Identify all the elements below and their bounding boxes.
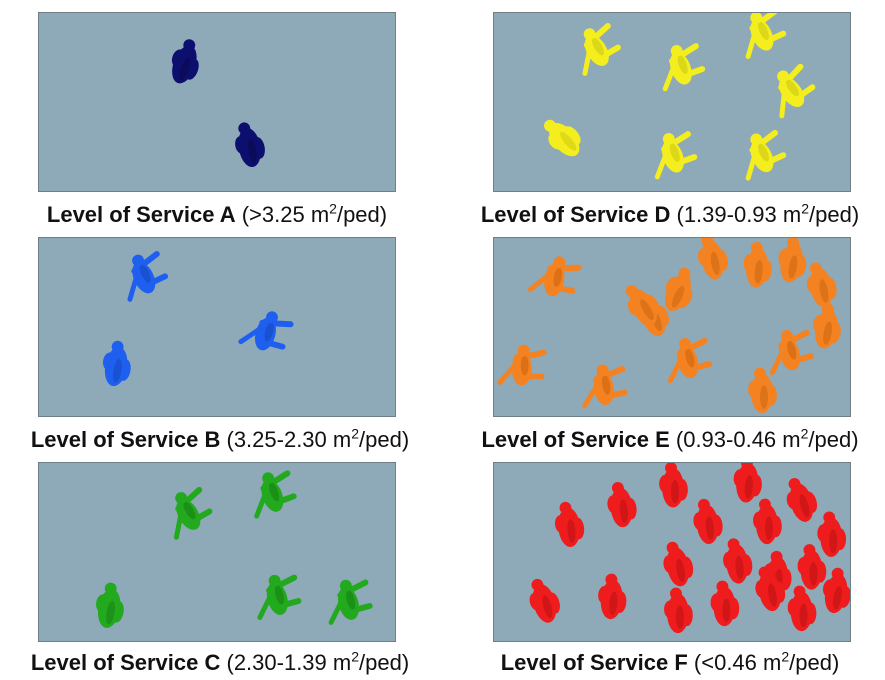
pedestrian-figure [813,303,841,349]
pedestrian-figure [497,344,547,386]
pedestrian-figure [797,544,827,590]
pedestrian-figure [745,13,787,59]
pedestrian-figure [257,574,302,620]
caption-range-end: /ped) [359,427,410,452]
pedestrian-figure [710,580,740,627]
crowd-los-b [102,251,294,387]
pedestrian-figure [96,582,124,628]
pedestrian-figure [254,470,297,519]
pedestrian-figure [753,498,782,545]
caption-level: Level of Service D [480,202,671,227]
caption-range-end: /ped) [359,650,410,675]
panel-los-c [38,462,396,642]
pedestrian-figure [723,538,753,584]
pedestrian-figure [787,585,817,632]
pedestrian-figure [662,43,706,92]
pedestrian-figure [786,478,818,522]
caption-unit-exponent: 2 [800,425,809,442]
caption-level: Level of Service B [30,427,221,452]
pedestrian-figure [733,463,762,503]
caption-range-end: /ped) [336,202,388,227]
crowd-los-a [171,39,265,168]
pedestrian-figure [698,238,728,280]
caption-range: (3.25-2.30 m [220,427,352,452]
pedestrian-figure [238,311,294,351]
pedestrian-figure [544,119,581,157]
pedestrian-figure [664,587,693,634]
pedestrian-figure [654,131,698,180]
caption-unit-exponent: 2 [329,200,337,217]
pedestrian-figure [582,364,628,409]
caption-range: (2.30-1.39 m [220,650,352,675]
pedestrian-figure [554,501,585,548]
caption-level: Level of Service C [30,650,221,675]
caption-unit-exponent: 2 [351,648,360,665]
crowd-los-f [529,463,850,634]
pedestrian-figure [529,578,560,623]
pedestrian-figure [607,482,637,528]
pedestrian-figure [528,256,582,297]
panel-los-d [493,12,851,192]
caption-range: (<0.46 m [687,650,782,675]
pedestrian-figure [625,285,660,326]
caption-range: (1.39-0.93 m [670,202,802,227]
pedestrian-figure [745,129,787,181]
pedestrian-figure [806,262,837,308]
pedestrian-figure [755,566,786,612]
pedestrian-figure [173,486,213,540]
pedestrian-figure [778,238,807,283]
pedestrian-figure [743,241,772,288]
pedestrian-figure [598,573,627,620]
caption-unit-exponent: 2 [801,200,810,217]
pedestrian-figure [748,367,777,414]
crowd-los-c [96,470,373,628]
pedestrian-figure [102,340,131,387]
caption-los-f: Level of Service F (<0.46 m2/ped) [450,646,885,680]
pedestrian-figure [328,579,373,625]
pedestrian-figure [582,23,621,76]
caption-range: (0.93-0.46 m [669,427,801,452]
caption-range: (>3.25 m [235,202,330,227]
panel-los-a [38,12,396,192]
caption-level: Level of Service E [481,427,670,452]
pedestrian-figure [823,567,850,614]
panel-los-e [493,237,851,417]
panel-los-b [38,237,396,417]
crowd-los-d [544,13,816,181]
crowd-los-e [497,238,841,414]
pedestrian-figure [171,39,199,84]
caption-los-d: Level of Service D (1.39-0.93 m2/ped) [450,198,885,232]
pedestrian-figure [817,511,847,557]
caption-los-b: Level of Service B (3.25-2.30 m2/ped) [0,423,440,457]
pedestrian-figure [693,498,723,545]
pedestrian-figure [659,463,688,508]
caption-range-end: /ped) [808,427,859,452]
panel-los-f [493,462,851,642]
pedestrian-figure [127,251,169,302]
caption-unit-exponent: 2 [781,648,790,665]
pedestrian-figure [769,329,814,376]
caption-los-c: Level of Service C (2.30-1.39 m2/ped) [0,646,440,680]
caption-level: Level of Service F [500,650,688,675]
pedestrian-figure [235,122,265,168]
pedestrian-figure [665,267,693,311]
pedestrian-figure [667,337,712,384]
pedestrian-figure [663,541,694,587]
caption-range-end: /ped) [789,650,840,675]
caption-los-e: Level of Service E (0.93-0.46 m2/ped) [450,423,885,457]
pedestrian-figure [777,63,816,119]
caption-los-a: Level of Service A (>3.25 m2/ped) [0,198,437,232]
caption-range-end: /ped) [809,202,860,227]
caption-unit-exponent: 2 [351,425,360,442]
caption-level: Level of Service A [46,202,236,227]
